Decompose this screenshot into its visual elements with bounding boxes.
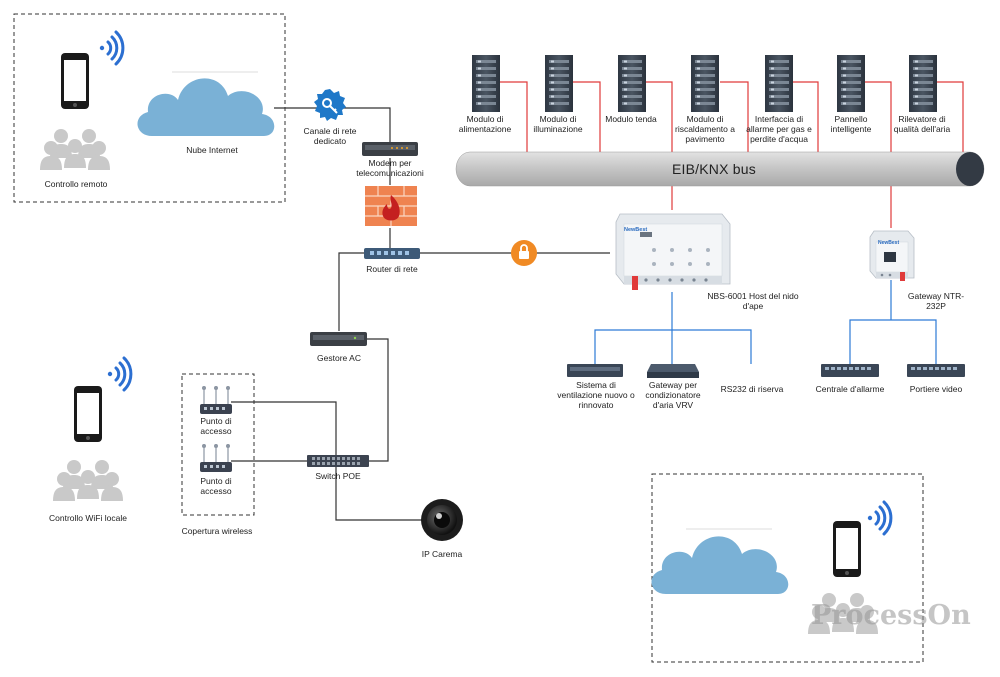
remote-users-icon xyxy=(40,129,110,170)
access-point-1-icon xyxy=(200,386,232,414)
host-brand: NewBest xyxy=(624,227,647,233)
knx-wiring xyxy=(500,81,964,228)
gateway-brand: NewBest xyxy=(878,240,899,246)
module-label-lighting: Modulo di illuminazione xyxy=(533,114,583,134)
server-module-icon-gas-water-alarm xyxy=(765,55,793,112)
gateway-label: Gateway NTR-232P xyxy=(907,291,965,311)
server-module-icon-power xyxy=(472,55,500,112)
vrv-gateway-label: Gateway per condizionatore d'aria VRV xyxy=(645,380,701,410)
processon-watermark: ProcessOn xyxy=(811,600,971,631)
router-icon xyxy=(364,248,420,259)
access-point-2-icon xyxy=(200,444,232,472)
remote-phone-icon xyxy=(61,53,89,109)
wireless-coverage-box xyxy=(181,373,255,516)
ac-manager-label: Gestore AC xyxy=(317,353,361,363)
access-point-2-label: Punto di accesso xyxy=(200,476,232,496)
dedicated-channel-label: Canale di rete dedicato xyxy=(303,126,357,146)
home-cloud-icon xyxy=(651,528,789,594)
honeycomb-host-device xyxy=(615,213,731,290)
module-label-power: Modulo di alimentazione xyxy=(458,114,512,134)
host-label: NBS-6001 Host del nido d'ape xyxy=(707,291,799,311)
module-label-smart-panel: Pannello intelligente xyxy=(830,114,872,134)
alarm-center-device-icon xyxy=(821,364,879,377)
server-module-icon-floor-heating xyxy=(691,55,719,112)
poe-switch-label: Switch POE xyxy=(315,471,361,481)
modem-label: Modem per telecomunicazioni xyxy=(356,158,424,178)
local-users-icon xyxy=(53,460,123,501)
coverage-label: Copertura wireless xyxy=(181,526,253,536)
key-badge-icon xyxy=(314,89,346,121)
cloud-label: Nube Internet xyxy=(186,145,238,155)
server-module-icon-lighting xyxy=(545,55,573,112)
local-phone-icon xyxy=(74,386,102,442)
ventilation-label: Sistema di ventilazione nuovo o rinnovat… xyxy=(557,380,635,410)
ventilation-device-icon xyxy=(567,364,623,377)
knx-bus xyxy=(455,151,985,187)
local-wifi-icon xyxy=(106,356,133,392)
home-zone-box xyxy=(651,473,924,663)
remote-wifi-icon xyxy=(98,30,125,66)
ip-camera-label: IP Carema xyxy=(421,549,463,559)
ac-manager-icon xyxy=(310,332,367,346)
poe-switch-icon xyxy=(307,455,369,467)
home-phone-icon xyxy=(833,521,861,577)
alarm-center-label: Centrale d'allarme xyxy=(815,384,885,394)
remote-users-label: Controllo remoto xyxy=(44,179,108,189)
ip-camera-icon xyxy=(421,499,463,541)
firewall-icon xyxy=(365,186,417,226)
lan-wiring xyxy=(231,107,610,521)
router-label: Router di rete xyxy=(366,264,418,274)
access-point-1-label: Punto di accesso xyxy=(200,416,232,436)
video-intercom-device-icon xyxy=(907,364,965,377)
vrv-gateway-device-icon xyxy=(647,364,699,378)
home-wifi-icon xyxy=(866,500,893,536)
module-label-gas-water-alarm: Interfaccia di allarme per gas e perdite… xyxy=(746,114,812,144)
ntr-gateway-device xyxy=(869,230,915,281)
local-users-label: Controllo WiFi locale xyxy=(49,513,127,523)
lock-icon xyxy=(511,240,537,266)
io-wiring xyxy=(594,280,937,364)
modem-icon xyxy=(362,142,418,156)
knx-bus-label: EIB/KNX bus xyxy=(672,161,756,177)
module-label-floor-heating: Modulo di riscaldamento a pavimento xyxy=(674,114,735,144)
video-intercom-label: Portiere video xyxy=(909,384,963,394)
server-module-icon-smart-panel xyxy=(837,55,865,112)
server-module-icon-curtain xyxy=(618,55,646,112)
server-module-icon-air-quality xyxy=(909,55,937,112)
module-label-air-quality: Rilevatore di qualità dell'aria xyxy=(893,114,951,134)
rs232-label: RS232 di riserva xyxy=(720,384,784,394)
module-label-curtain: Modulo tenda xyxy=(605,114,657,124)
internet-cloud-icon xyxy=(137,71,275,136)
